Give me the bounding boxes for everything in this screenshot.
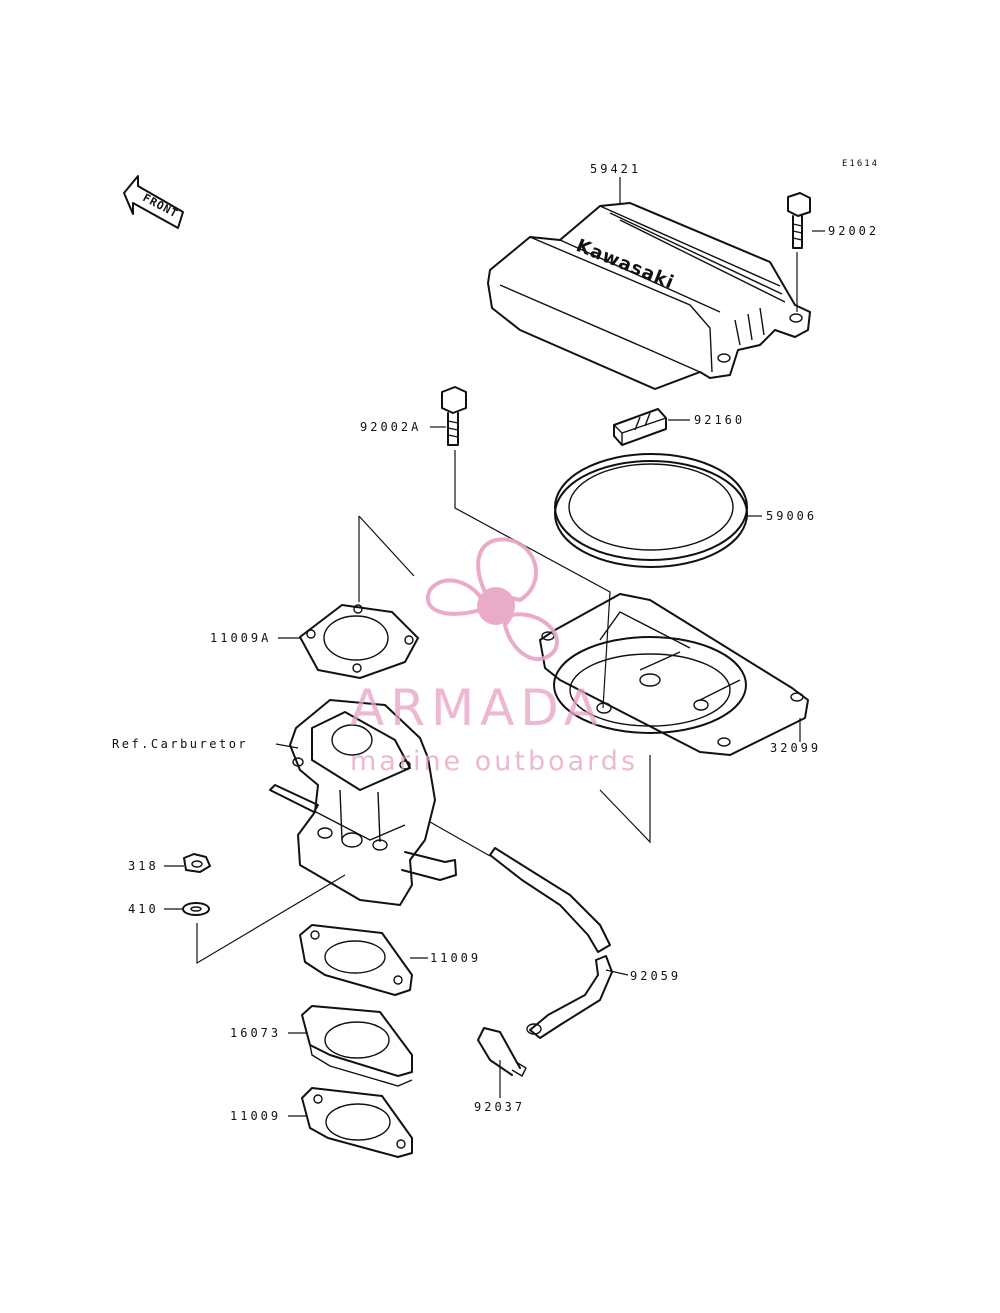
callout-11009a: 11009A <box>210 631 271 645</box>
callout-ref-carburetor: Ref.Carburetor <box>112 737 248 751</box>
callout-32099: 32099 <box>770 741 821 755</box>
cover-brand-text: Kawasaki <box>573 235 677 293</box>
watermark: ARMADA marine outboards <box>350 537 638 777</box>
leader-lines <box>164 177 825 1117</box>
clamp-92037 <box>477 1027 527 1077</box>
propeller-logo-icon <box>426 537 559 662</box>
base-32099 <box>539 593 809 756</box>
bolt-92002 <box>787 192 811 312</box>
watermark-name: ARMADA <box>350 679 604 737</box>
callout-59006: 59006 <box>766 509 817 523</box>
gasket-59006 <box>554 453 748 568</box>
watermark-tagline: marine outboards <box>350 746 638 777</box>
carburetor <box>269 699 457 906</box>
callout-410: 410 <box>128 902 159 916</box>
gasket-11009-lower <box>301 1087 413 1158</box>
callout-11009-upper: 11009 <box>430 951 481 965</box>
seal-92160 <box>613 408 667 446</box>
callout-59421: 59421 <box>590 162 641 176</box>
gasket-16073 <box>301 1005 413 1087</box>
callout-16073: 16073 <box>230 1026 281 1040</box>
callout-318: 318 <box>128 859 159 873</box>
nut-318 <box>183 853 211 873</box>
figure-code: E1614 <box>842 159 879 169</box>
callout-92002: 92002 <box>828 224 879 238</box>
washer-410 <box>182 902 210 916</box>
front-arrow-label: FRONT <box>141 191 181 220</box>
callout-92002a: 92002A <box>360 420 421 434</box>
callout-92059: 92059 <box>630 969 681 983</box>
callout-11009-lower: 11009 <box>230 1109 281 1123</box>
gasket-11009a <box>299 604 419 679</box>
hose-92059 <box>489 847 613 1039</box>
bolt-92002a <box>441 386 611 709</box>
callout-92037: 92037 <box>474 1100 525 1114</box>
intake-cover: Kawasaki <box>487 202 811 390</box>
callout-92160: 92160 <box>694 413 745 427</box>
front-arrow-icon: FRONT <box>123 175 184 229</box>
gasket-11009-upper <box>299 924 413 996</box>
